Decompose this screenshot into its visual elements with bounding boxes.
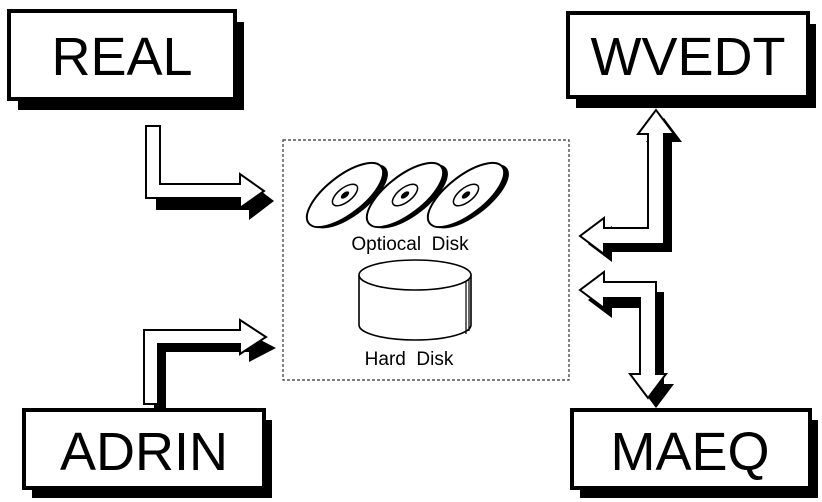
adrin-label: ADRIN <box>60 422 228 482</box>
adrin-node: ADRIN <box>22 408 272 498</box>
wvedt-label: WVEDT <box>591 27 786 87</box>
wvedt-storage-arrow <box>578 108 682 262</box>
maeq-storage-arrow <box>578 270 674 408</box>
optical-disk-icon <box>305 161 509 229</box>
adrin-to-storage-arrow <box>143 318 276 408</box>
real-to-storage-arrow <box>145 125 274 220</box>
real-node: REAL <box>7 9 244 110</box>
real-label: REAL <box>51 27 192 87</box>
maeq-label: MAEQ <box>610 422 769 482</box>
storage-panel: Optiocal Disk Hard Disk <box>282 139 570 381</box>
hard-disk-label: Hard Disk <box>365 349 454 370</box>
hard-disk-icon <box>358 259 472 341</box>
maeq-node: MAEQ <box>570 408 818 498</box>
optical-disk-label: Optiocal Disk <box>351 234 469 255</box>
wvedt-node: WVEDT <box>566 11 816 108</box>
